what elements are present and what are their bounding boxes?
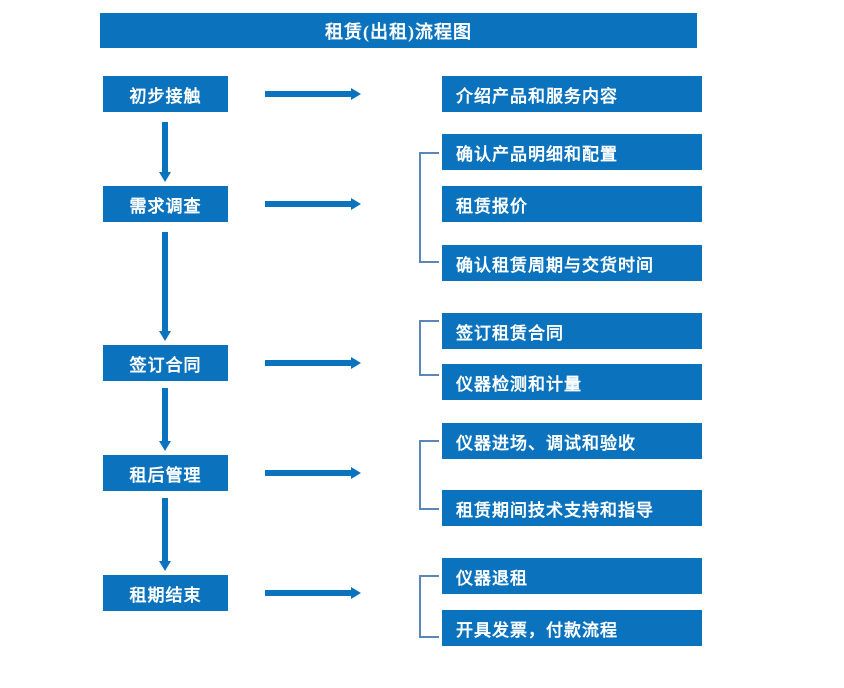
arrow-shaft [265, 91, 351, 97]
arrow-head-down-icon [159, 172, 171, 182]
detail-node-technical-support[interactable]: 租赁期间技术支持和指导 [442, 490, 702, 526]
vertical-arrow-4 [159, 498, 171, 571]
arrow-shaft [265, 470, 351, 476]
group-bracket-lease-end [419, 575, 439, 638]
horizontal-arrow-5 [265, 587, 361, 599]
arrow-head-down-icon [159, 561, 171, 571]
group-bracket-post-rental [419, 440, 439, 510]
stage-node-post-rental-mgmt[interactable]: 租后管理 [103, 455, 228, 491]
horizontal-arrow-2 [265, 198, 361, 210]
horizontal-arrow-3 [265, 357, 361, 369]
detail-node-sign-rental-contract[interactable]: 签订租赁合同 [442, 313, 702, 349]
vertical-arrow-3 [159, 388, 171, 451]
arrow-shaft [265, 590, 351, 596]
horizontal-arrow-1 [265, 88, 361, 100]
detail-node-invoice-payment[interactable]: 开具发票，付款流程 [442, 610, 702, 646]
arrow-shaft [162, 388, 168, 441]
detail-node-rental-quote[interactable]: 租赁报价 [442, 186, 702, 222]
vertical-arrow-1 [159, 122, 171, 182]
arrow-shaft [265, 201, 351, 207]
arrow-head-right-icon [351, 587, 361, 599]
arrow-head-right-icon [351, 357, 361, 369]
group-bracket-needs-survey [419, 152, 439, 263]
detail-node-instrument-delivery[interactable]: 仪器进场、调试和验收 [442, 423, 702, 459]
detail-node-instrument-testing[interactable]: 仪器检测和计量 [442, 364, 702, 400]
arrow-shaft [162, 498, 168, 561]
detail-node-confirm-specs[interactable]: 确认产品明细和配置 [442, 134, 702, 170]
horizontal-arrow-4 [265, 467, 361, 479]
stage-node-sign-contract[interactable]: 签订合同 [103, 345, 228, 381]
stage-node-initial-contact[interactable]: 初步接触 [103, 76, 228, 112]
arrow-head-right-icon [351, 198, 361, 210]
arrow-head-down-icon [159, 441, 171, 451]
arrow-shaft [162, 122, 168, 172]
stage-node-lease-end[interactable]: 租期结束 [103, 575, 228, 611]
detail-node-instrument-return[interactable]: 仪器退租 [442, 558, 702, 594]
detail-node-confirm-period[interactable]: 确认租赁周期与交货时间 [442, 245, 702, 281]
detail-node-intro-products[interactable]: 介绍产品和服务内容 [442, 76, 702, 112]
group-bracket-sign-contract [419, 320, 439, 376]
arrow-head-down-icon [159, 331, 171, 341]
chart-title-bar: 租赁(出租)流程图 [100, 13, 697, 48]
vertical-arrow-2 [159, 232, 171, 341]
stage-node-needs-survey[interactable]: 需求调查 [103, 186, 228, 222]
arrow-head-right-icon [351, 467, 361, 479]
arrow-head-right-icon [351, 88, 361, 100]
arrow-shaft [162, 232, 168, 331]
arrow-shaft [265, 360, 351, 366]
